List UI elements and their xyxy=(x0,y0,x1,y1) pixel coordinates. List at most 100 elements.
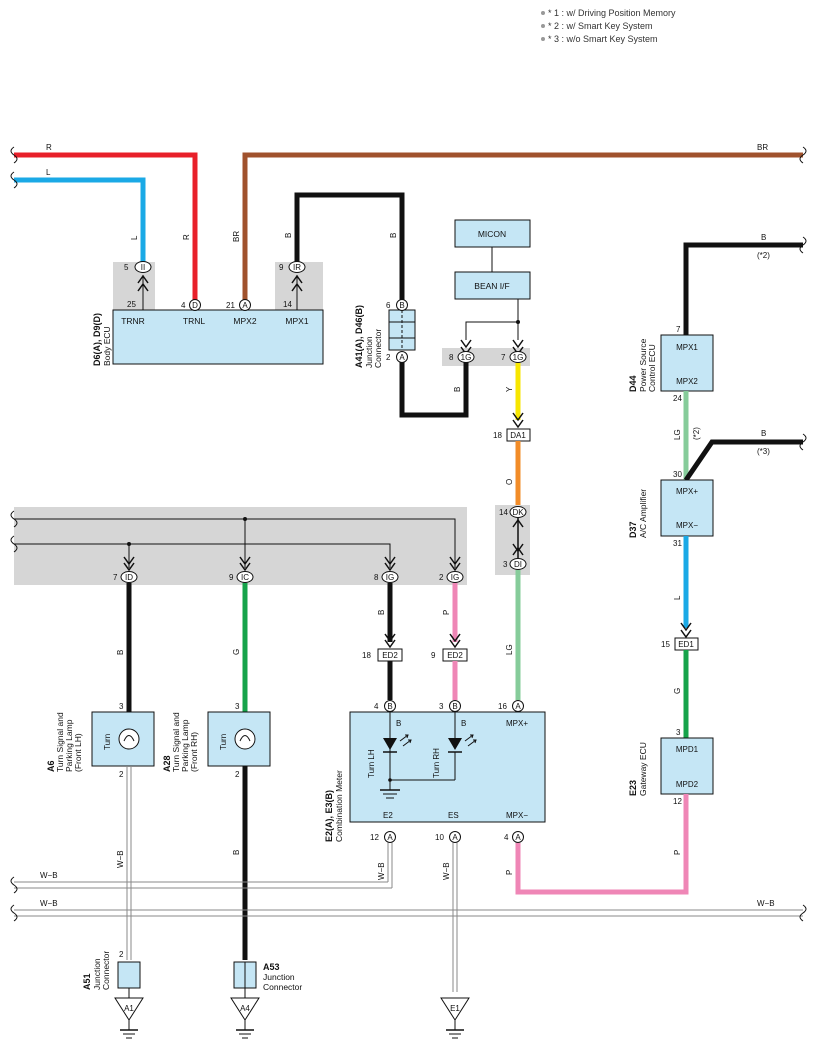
ps-name2: Control ECU xyxy=(647,344,657,392)
note-3: * 3 : w/o Smart Key System xyxy=(548,34,658,44)
note-ps-b: (*2) xyxy=(757,251,770,260)
da1-label: DA1 xyxy=(510,431,526,440)
body-term-mpx1: MPX1 xyxy=(285,316,308,326)
a53-name2: Connector xyxy=(263,982,302,992)
pin-a41-a-num: 2 xyxy=(386,353,391,362)
label-gbus-right: W−B xyxy=(757,899,775,908)
a51-name1: Junction xyxy=(92,958,102,990)
gw-name: Gateway ECU xyxy=(638,742,648,796)
junction-a51: 2 A51 Junction Connector A1 xyxy=(82,950,144,1039)
a41-name2: Connector xyxy=(373,329,383,368)
note-ac-b: (*3) xyxy=(757,447,770,456)
ground-e1: E1 xyxy=(450,1004,460,1013)
ed2-9-num: 9 xyxy=(431,651,436,660)
pin-body-a-conn: A xyxy=(242,301,248,310)
ground-a4: A4 xyxy=(240,1004,250,1013)
pin-body-ir-conn: IR xyxy=(293,263,301,272)
lamp-rh-name3: (Front RH) xyxy=(189,732,199,772)
ac-code: D37 xyxy=(628,521,638,538)
lamp-lh-name3: (Front LH) xyxy=(73,733,83,772)
ps-code: D44 xyxy=(628,375,638,392)
pin-1g-8-conn: 1G xyxy=(461,353,472,362)
lamp-rh: Turn 3 2 A28 Turn Signal and Parking Lam… xyxy=(162,702,271,779)
wire-wb-e2 xyxy=(387,843,393,888)
pin-ig8-num: 8 xyxy=(374,573,379,582)
label-a41-b: B xyxy=(389,233,398,238)
lamp-rh-label: Turn xyxy=(219,734,228,750)
lamp-rh-pin3: 3 xyxy=(235,702,240,711)
pin-dk-conn: DK xyxy=(512,508,524,517)
a41-code: A41(A), D46(B) xyxy=(354,305,364,368)
lamp-lh: Turn 3 2 A6 Turn Signal and Parking Lamp… xyxy=(46,702,155,779)
da1-num: 18 xyxy=(493,431,502,440)
pin-body-ii-conn: II xyxy=(141,263,145,272)
ground-bus: W−B W−B W−B xyxy=(10,871,807,922)
pin-id-conn: ID xyxy=(125,573,133,582)
combination-meter: B 4 B 3 A 16 B B MPX+ Turn LH Turn RH E2 xyxy=(324,700,546,843)
meter-term-e2: E2 xyxy=(383,811,393,820)
lamp-lh-name1: Turn Signal and xyxy=(55,712,65,772)
meter-pin-a4-conn: A xyxy=(515,833,521,842)
label-lg-meter: LG xyxy=(505,644,514,655)
lamp-lh-pin2: 2 xyxy=(119,770,124,779)
ac-pin-30: 30 xyxy=(673,470,682,479)
label-gbus-2: W−B xyxy=(40,899,58,908)
body-term-mpx2: MPX2 xyxy=(233,316,256,326)
note-2: * 2 : w/ Smart Key System xyxy=(548,21,653,31)
ed1-num: 15 xyxy=(661,640,670,649)
pin-a41-b-conn: B xyxy=(399,301,404,310)
label-ed2-b: B xyxy=(377,610,386,615)
body-term-trnl: TRNL xyxy=(183,316,205,326)
ed2-18-label: ED2 xyxy=(382,651,398,660)
a53-code: A53 xyxy=(263,962,280,972)
ac-pin-31: 31 xyxy=(673,539,682,548)
label-br-right: BR xyxy=(757,143,768,152)
ps-pin-7: 7 xyxy=(676,325,681,334)
body-ecu-name: Body ECU xyxy=(102,326,112,366)
meter-lamp-lh: Turn LH xyxy=(367,749,376,778)
note-1: * 1 : w/ Driving Position Memory xyxy=(548,8,676,18)
meter-name: Combination Meter xyxy=(334,770,344,842)
lamp-rh-code: A28 xyxy=(162,755,172,772)
body-ecu: TRNR TRNL MPX2 MPX1 D6(A), D9(D) Body EC… xyxy=(92,309,324,366)
pin-body-a xyxy=(239,299,251,311)
note-ps-lg: (*2) xyxy=(692,427,701,440)
meter-pin-a12-num: 12 xyxy=(370,833,379,842)
ac-name: A/C Amplifier xyxy=(638,489,648,538)
label-body-br: BR xyxy=(232,231,241,242)
notes: * 1 : w/ Driving Position Memory * 2 : w… xyxy=(541,8,676,44)
pin-ig8-conn: IG xyxy=(386,573,394,582)
wire-b-ps xyxy=(683,242,803,335)
wire-l xyxy=(14,177,146,267)
pin-body-ii-num: 5 xyxy=(124,263,129,272)
micon-block: MICON BEAN I/F xyxy=(454,219,531,340)
label-mpxm-p: P xyxy=(505,870,514,875)
pin-dk-num: 14 xyxy=(499,508,508,517)
label-es-wb: W−B xyxy=(442,862,451,880)
lamp-rh-pin2: 2 xyxy=(235,770,240,779)
label-ac-l: L xyxy=(673,595,682,600)
label-rh-b: B xyxy=(232,850,241,855)
label-body-r: R xyxy=(182,234,191,240)
label-gbus-1: W−B xyxy=(40,871,58,880)
ac-amplifier: MPX+ MPX− 30 31 D37 A/C Amplifier xyxy=(628,470,714,548)
meter-term-mpxm: MPX− xyxy=(506,811,528,820)
meter-pin-a10-conn: A xyxy=(452,833,458,842)
pin-1g-7 xyxy=(509,351,527,363)
meter-pin-b4-conn: B xyxy=(387,702,392,711)
meter-term-b1: B xyxy=(396,719,401,728)
gateway-ecu: MPD1 MPD2 3 12 E23 Gateway ECU xyxy=(628,728,714,806)
label-gw-p: P xyxy=(673,850,682,855)
meter-code: E2(A), E3(B) xyxy=(324,790,334,842)
wire-b-a41-1g xyxy=(399,362,469,418)
pin-body-25-num: 25 xyxy=(127,300,136,309)
ps-name1: Power Source xyxy=(638,338,648,392)
ed1-label: ED1 xyxy=(678,640,694,649)
micon-label: MICON xyxy=(478,229,506,239)
pin-ig2-conn: IG xyxy=(451,573,459,582)
a53-name1: Junction xyxy=(263,972,295,982)
pin-body-a-num: 21 xyxy=(226,301,235,310)
gw-pin-3: 3 xyxy=(676,728,681,737)
lamp-rh-name2: Parking Lamp xyxy=(180,719,190,772)
ac-term-mpxm: MPX− xyxy=(676,521,698,530)
